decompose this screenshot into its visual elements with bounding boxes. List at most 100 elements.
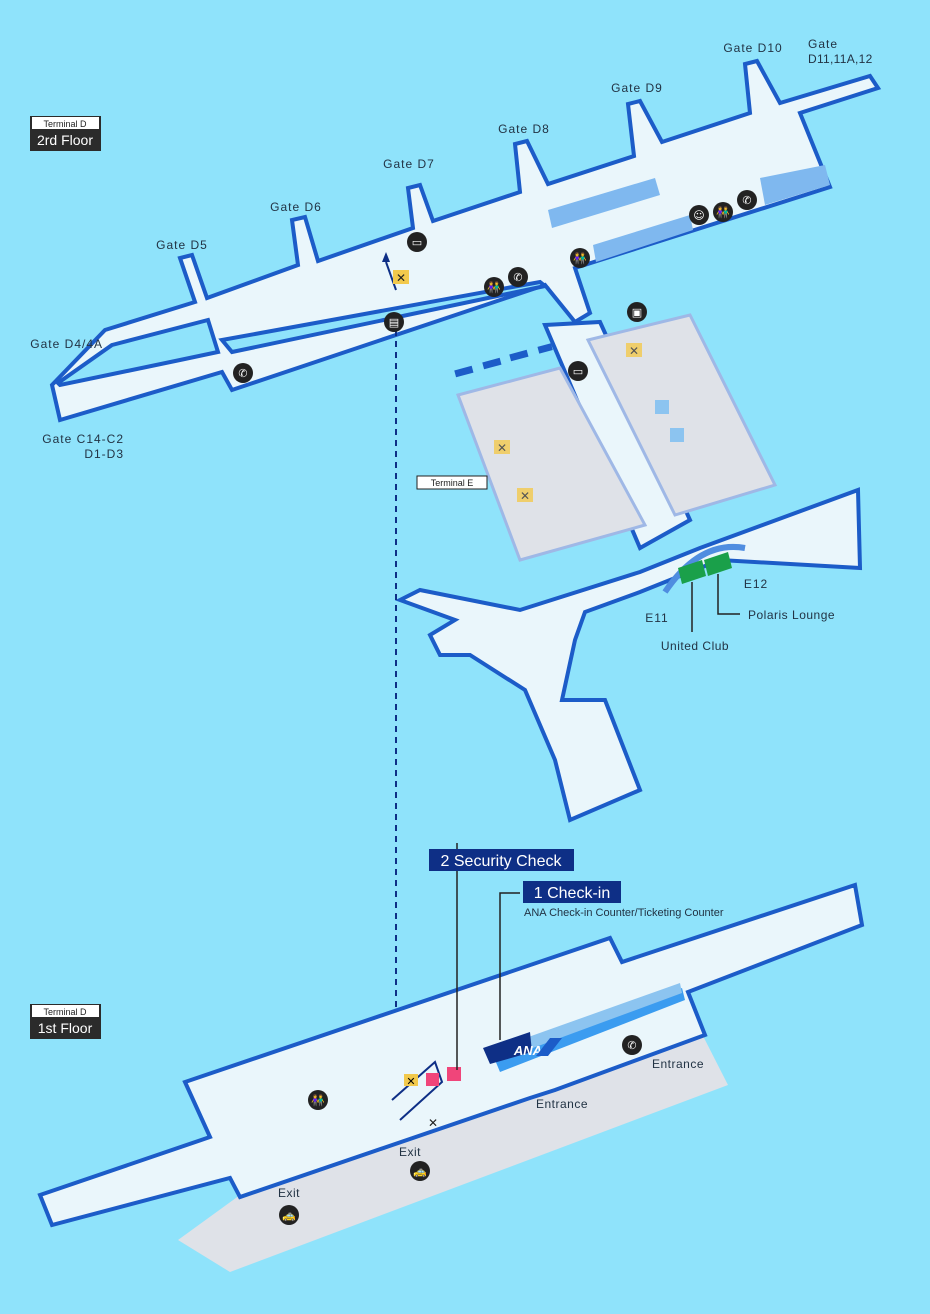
- security-check-label: 2 Security Check: [441, 853, 563, 870]
- svg-text:✕: ✕: [520, 489, 530, 503]
- svg-text:🚕: 🚕: [413, 1165, 427, 1178]
- svg-text:✕: ✕: [406, 1076, 415, 1088]
- ana-logo: ANA: [513, 1043, 542, 1058]
- leader-line: [717, 574, 740, 615]
- restroom-icon: 👫: [570, 248, 590, 268]
- facility-icons-2f: ✆ 👫 ✆ 👫 ☺ 👫 ✆ ▣ ▭ ▭ ▤ ✕ ✕ ✕ ✕: [233, 190, 757, 503]
- gate-labels: Gate D10 Gate D11,11A,12 Gate D9 Gate D8…: [30, 37, 872, 461]
- floor-name: 1st Floor: [38, 1020, 93, 1036]
- checkin-counter-area: [520, 983, 682, 1052]
- floor-name: 2rd Floor: [37, 132, 93, 148]
- escalator-icon: ✕: [428, 1116, 438, 1130]
- gate-marker: [454, 365, 474, 378]
- gate-d11-label-line1: Gate: [808, 37, 838, 51]
- restroom-icon: 👫: [713, 202, 733, 222]
- taxi-icon: 🚕: [279, 1205, 299, 1225]
- polaris-lounge-label: Polaris Lounge: [748, 608, 835, 622]
- gate-c14-label-line1: Gate C14-C2: [42, 432, 124, 446]
- terminal-e-label: Terminal E: [431, 478, 474, 488]
- checkin-subtitle: ANA Check-in Counter/Ticketing Counter: [524, 907, 724, 919]
- svg-text:☺: ☺: [693, 209, 704, 222]
- phone-icon: ✆: [737, 190, 757, 210]
- svg-text:👫: 👫: [487, 281, 501, 294]
- exit-label: Exit: [399, 1145, 421, 1159]
- svg-text:👫: 👫: [716, 206, 730, 219]
- gate-marker: [482, 357, 502, 370]
- terminal-name: Terminal D: [43, 119, 87, 129]
- phone-icon: ✆: [233, 363, 253, 383]
- moving-walkway: [593, 215, 693, 262]
- shuttle-icon: ▭: [568, 361, 588, 381]
- ana-counter: [483, 1032, 532, 1064]
- route-line: [385, 261, 397, 291]
- svg-text:✆: ✆: [742, 194, 751, 207]
- gate-e12-label: E12: [744, 577, 768, 591]
- svg-text:✕: ✕: [629, 344, 639, 358]
- gate-d5-label: Gate D5: [156, 238, 208, 252]
- walkway-arc: [662, 544, 746, 594]
- gate-marker: [537, 343, 553, 354]
- route-arrow: [382, 252, 390, 262]
- svg-text:✕: ✕: [396, 271, 406, 285]
- terminal-d-1st-floor: ANA ✕ ✕ 👫 ✆ 🚕 🚕 Entrance Entrance Exit E…: [37, 843, 865, 1272]
- gate-e11-label: E11: [645, 611, 668, 625]
- phone-icon: ✆: [508, 267, 528, 287]
- svg-text:▭: ▭: [573, 365, 583, 378]
- elevator-icon: ▤: [384, 312, 404, 332]
- polaris-lounge-marker: [704, 552, 732, 576]
- phone-icon: ✆: [622, 1035, 642, 1055]
- entrance-label: Entrance: [652, 1057, 704, 1071]
- checkin-callout: 1 Check-in ANA Check-in Counter/Ticketin…: [523, 881, 724, 919]
- shuttle-icon: ▭: [407, 232, 427, 252]
- gate-d4-label: Gate D4/4A: [30, 337, 103, 351]
- svg-text:✆: ✆: [513, 271, 522, 284]
- checkin-label: 1 Check-in: [534, 885, 610, 902]
- svg-text:✆: ✆: [627, 1039, 636, 1052]
- concourse-inner-wall: [218, 279, 550, 355]
- gate-d8-label: Gate D8: [498, 122, 550, 136]
- gate-d11-label-line2: D11,11A,12: [808, 52, 873, 66]
- escalator-icon: ✕: [494, 440, 510, 455]
- escalator-icon: ✕: [517, 488, 533, 503]
- svg-text:👫: 👫: [311, 1094, 325, 1107]
- restroom-icon: 👫: [308, 1090, 328, 1110]
- moving-walkway: [548, 178, 660, 228]
- terminal-e-east-block: [585, 313, 778, 517]
- exit-label: Exit: [278, 1186, 300, 1200]
- security-checkpoint: [447, 1067, 461, 1081]
- gate-d9-label: Gate D9: [611, 81, 663, 95]
- curbside: [178, 1030, 728, 1272]
- escalator-icon: ✕: [404, 1074, 418, 1088]
- svg-text:👫: 👫: [573, 252, 587, 265]
- svg-text:🚕: 🚕: [282, 1209, 296, 1222]
- security-check-callout: 2 Security Check: [429, 849, 574, 871]
- ana-logo-mark: [536, 1038, 562, 1056]
- escalator-block: [670, 428, 684, 442]
- floor-label-2nd: Terminal D 2rd Floor: [30, 116, 101, 151]
- escalator-icon: ✕: [393, 270, 409, 285]
- terminal-e: Terminal E E12 E11 Polaris Lounge United…: [394, 313, 863, 823]
- svg-text:✆: ✆: [238, 367, 247, 380]
- united-club-label: United Club: [661, 639, 729, 653]
- gate-d6-label: Gate D6: [270, 200, 322, 214]
- moving-walkway: [760, 165, 830, 205]
- restroom-icon: 👫: [484, 277, 504, 297]
- concourse-d: [49, 58, 882, 423]
- gate-d10-label: Gate D10: [723, 41, 782, 55]
- nursery-icon: ☺: [689, 205, 709, 225]
- svg-text:✕: ✕: [497, 441, 507, 455]
- concourse-e: [394, 487, 863, 823]
- svg-text:▭: ▭: [412, 236, 422, 249]
- gate-c14-label-line2: D1-D3: [84, 447, 124, 461]
- united-club-marker: [678, 560, 706, 584]
- terminal-d-2nd-floor: [49, 58, 882, 423]
- svg-text:▤: ▤: [389, 316, 399, 329]
- gate-marker: [509, 349, 529, 362]
- terminal-name: Terminal D: [43, 1007, 87, 1017]
- leader-line: [499, 892, 520, 1040]
- train-icon: ▣: [627, 302, 647, 322]
- escalator-block: [655, 400, 669, 414]
- floor-label-1st: Terminal D 1st Floor: [30, 1004, 101, 1039]
- terminal-e-label-box: [416, 475, 488, 490]
